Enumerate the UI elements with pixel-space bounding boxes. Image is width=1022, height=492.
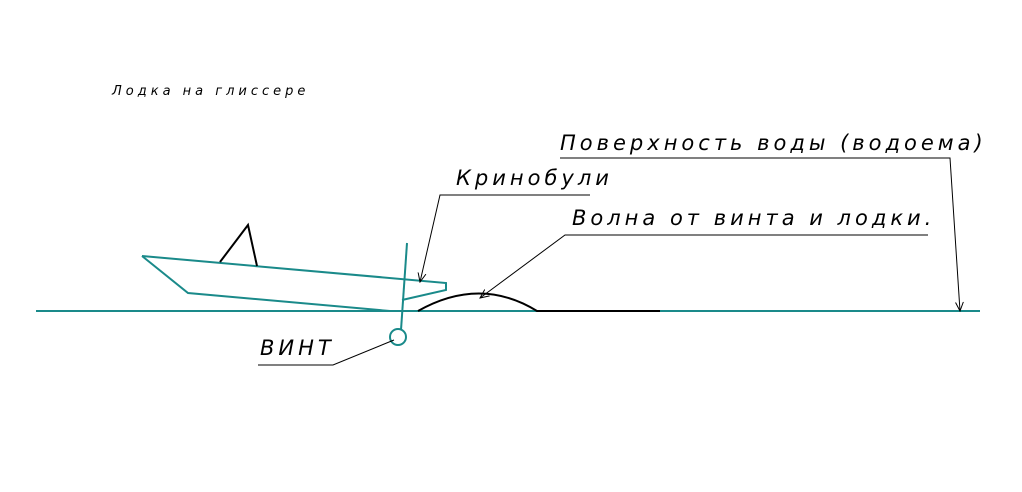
label-propeller: ВИНТ	[260, 336, 335, 360]
leader-water-surface	[560, 157, 960, 311]
leader-propeller	[258, 339, 395, 366]
leader-lines	[258, 157, 960, 366]
wave-shape	[417, 292, 660, 312]
leader-wave	[480, 234, 928, 298]
diagram-title: Лодка на глиссере	[111, 84, 309, 99]
propeller-icon	[389, 328, 407, 346]
motor-shaft	[400, 242, 408, 331]
label-water-surface: Поверхность воды (водоема)	[560, 131, 987, 155]
boat-hull	[141, 255, 447, 312]
label-krinobuli: Кринобули	[456, 166, 613, 190]
windshield	[219, 222, 258, 267]
label-wave: Волна от винта и лодки.	[572, 206, 935, 230]
leader-krinobuli	[420, 194, 590, 282]
